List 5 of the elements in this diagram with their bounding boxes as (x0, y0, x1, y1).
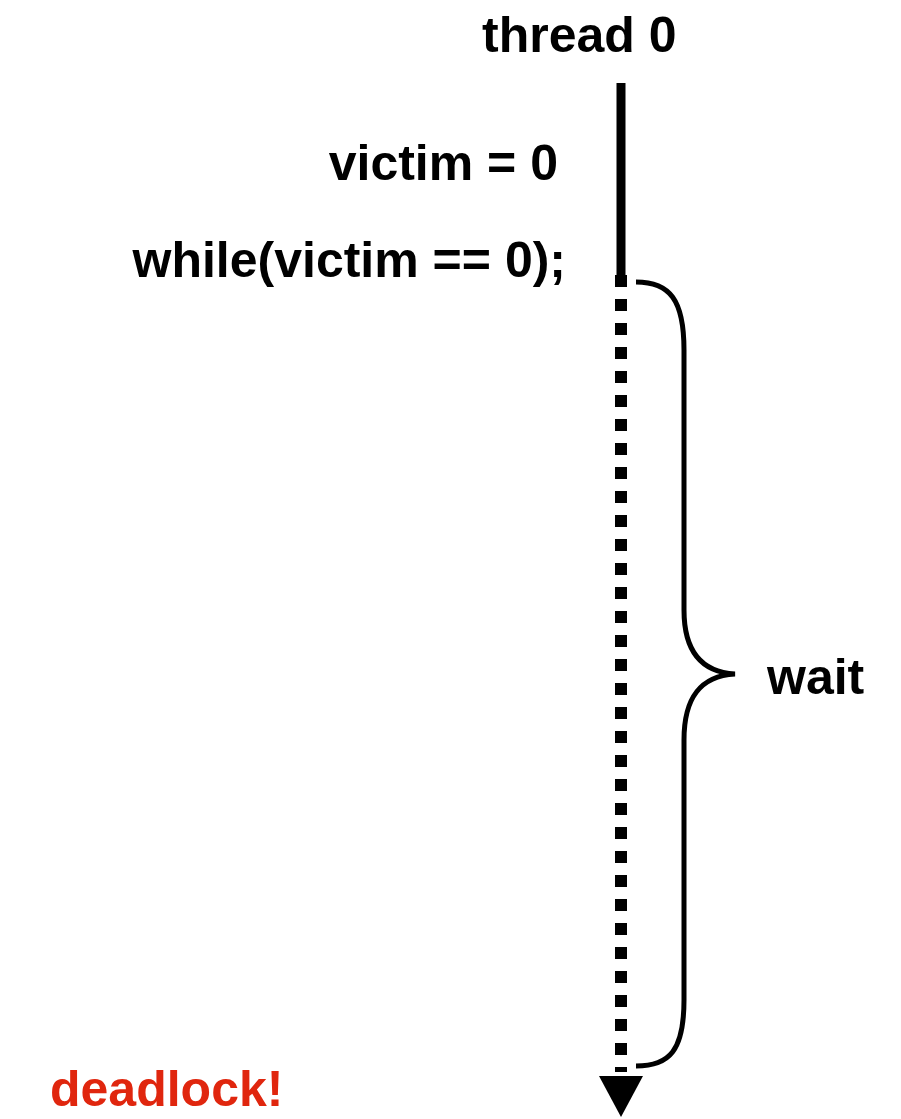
code-line: victim = 0 (328, 134, 558, 192)
code-line: while(victim == 0); (132, 231, 566, 289)
timeline-title: thread 0 (482, 6, 677, 64)
brace-label: wait (767, 648, 865, 706)
status-label: deadlock! (50, 1060, 284, 1118)
